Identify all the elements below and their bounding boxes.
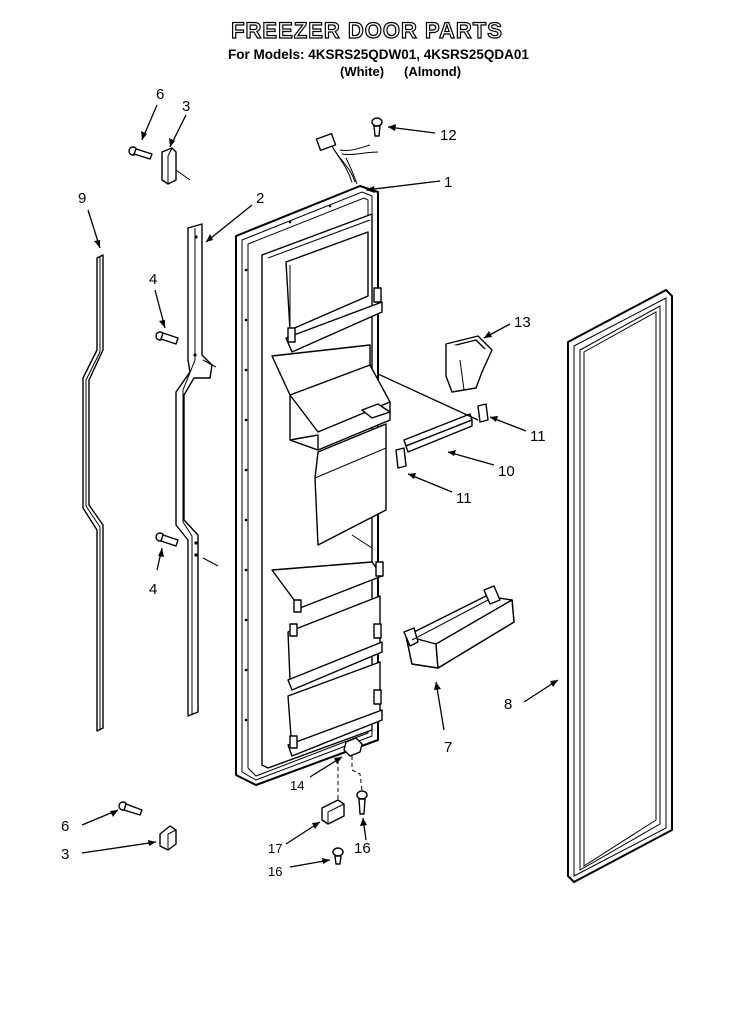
callout-14: 14: [290, 778, 304, 793]
part-3-hinge-bottom: [159, 825, 177, 851]
part-3-hinge-top: [161, 147, 191, 185]
callout-3-top: 3: [182, 98, 190, 115]
part-9-strip: [82, 254, 104, 732]
callout-1: 1: [444, 174, 452, 191]
callout-13: 13: [514, 314, 531, 331]
callout-6-bottom: 6: [61, 818, 69, 835]
part-16-screw-lower: [332, 847, 344, 865]
variant-almond: (Almond): [404, 64, 462, 79]
part-10-trim-rail: [403, 413, 473, 453]
callout-11-left: 11: [456, 490, 472, 507]
part-14-hinge-pin: [337, 737, 363, 806]
callout-3-bottom: 3: [61, 846, 69, 863]
part-11-end-cap-left: [395, 447, 407, 469]
callout-2: 2: [256, 190, 264, 207]
part-2-trim-strip: [175, 223, 219, 717]
callout-16-lower: 16: [268, 864, 282, 879]
callout-12: 12: [440, 127, 457, 144]
callout-4-upper: 4: [149, 271, 157, 288]
models-line: For Models: 4KSRS25QDW01, 4KSRS25QDA01: [228, 47, 529, 62]
variant-white: (White): [340, 64, 385, 79]
part-7-shelf-bin: [403, 585, 515, 669]
part-16-screw-upper: [356, 790, 368, 815]
part-12-screw: [371, 117, 383, 137]
diagram-title: FREEZER DOOR PARTS: [230, 17, 503, 43]
part-11-end-cap-right: [477, 403, 489, 423]
callout-11-right: 11: [530, 428, 546, 445]
callout-4-lower: 4: [149, 581, 157, 598]
callout-6-top: 6: [156, 86, 164, 103]
part-13-chute: [445, 335, 493, 393]
callout-7: 7: [444, 739, 452, 756]
callout-17: 17: [268, 841, 282, 856]
leader-lines: [81, 104, 559, 868]
part-6-screw-bottom: [118, 801, 143, 816]
callout-8: 8: [504, 696, 512, 713]
part-4-screw-lower: [155, 532, 179, 547]
wire-harness: [315, 132, 379, 185]
part-6-screw-top: [128, 146, 153, 160]
callout-labels: 6 3 9 2 4 4 12 1 13 11 10 11 8 7 14 16 1…: [61, 86, 546, 879]
part-4-screw-upper: [155, 331, 179, 345]
part-1-door-assembly: [235, 185, 391, 786]
part-17-bracket: [321, 799, 345, 825]
callout-10: 10: [498, 463, 515, 480]
part-8-door-gasket: [567, 289, 673, 883]
callout-9: 9: [78, 190, 86, 207]
callout-16-upper: 16: [354, 840, 371, 857]
